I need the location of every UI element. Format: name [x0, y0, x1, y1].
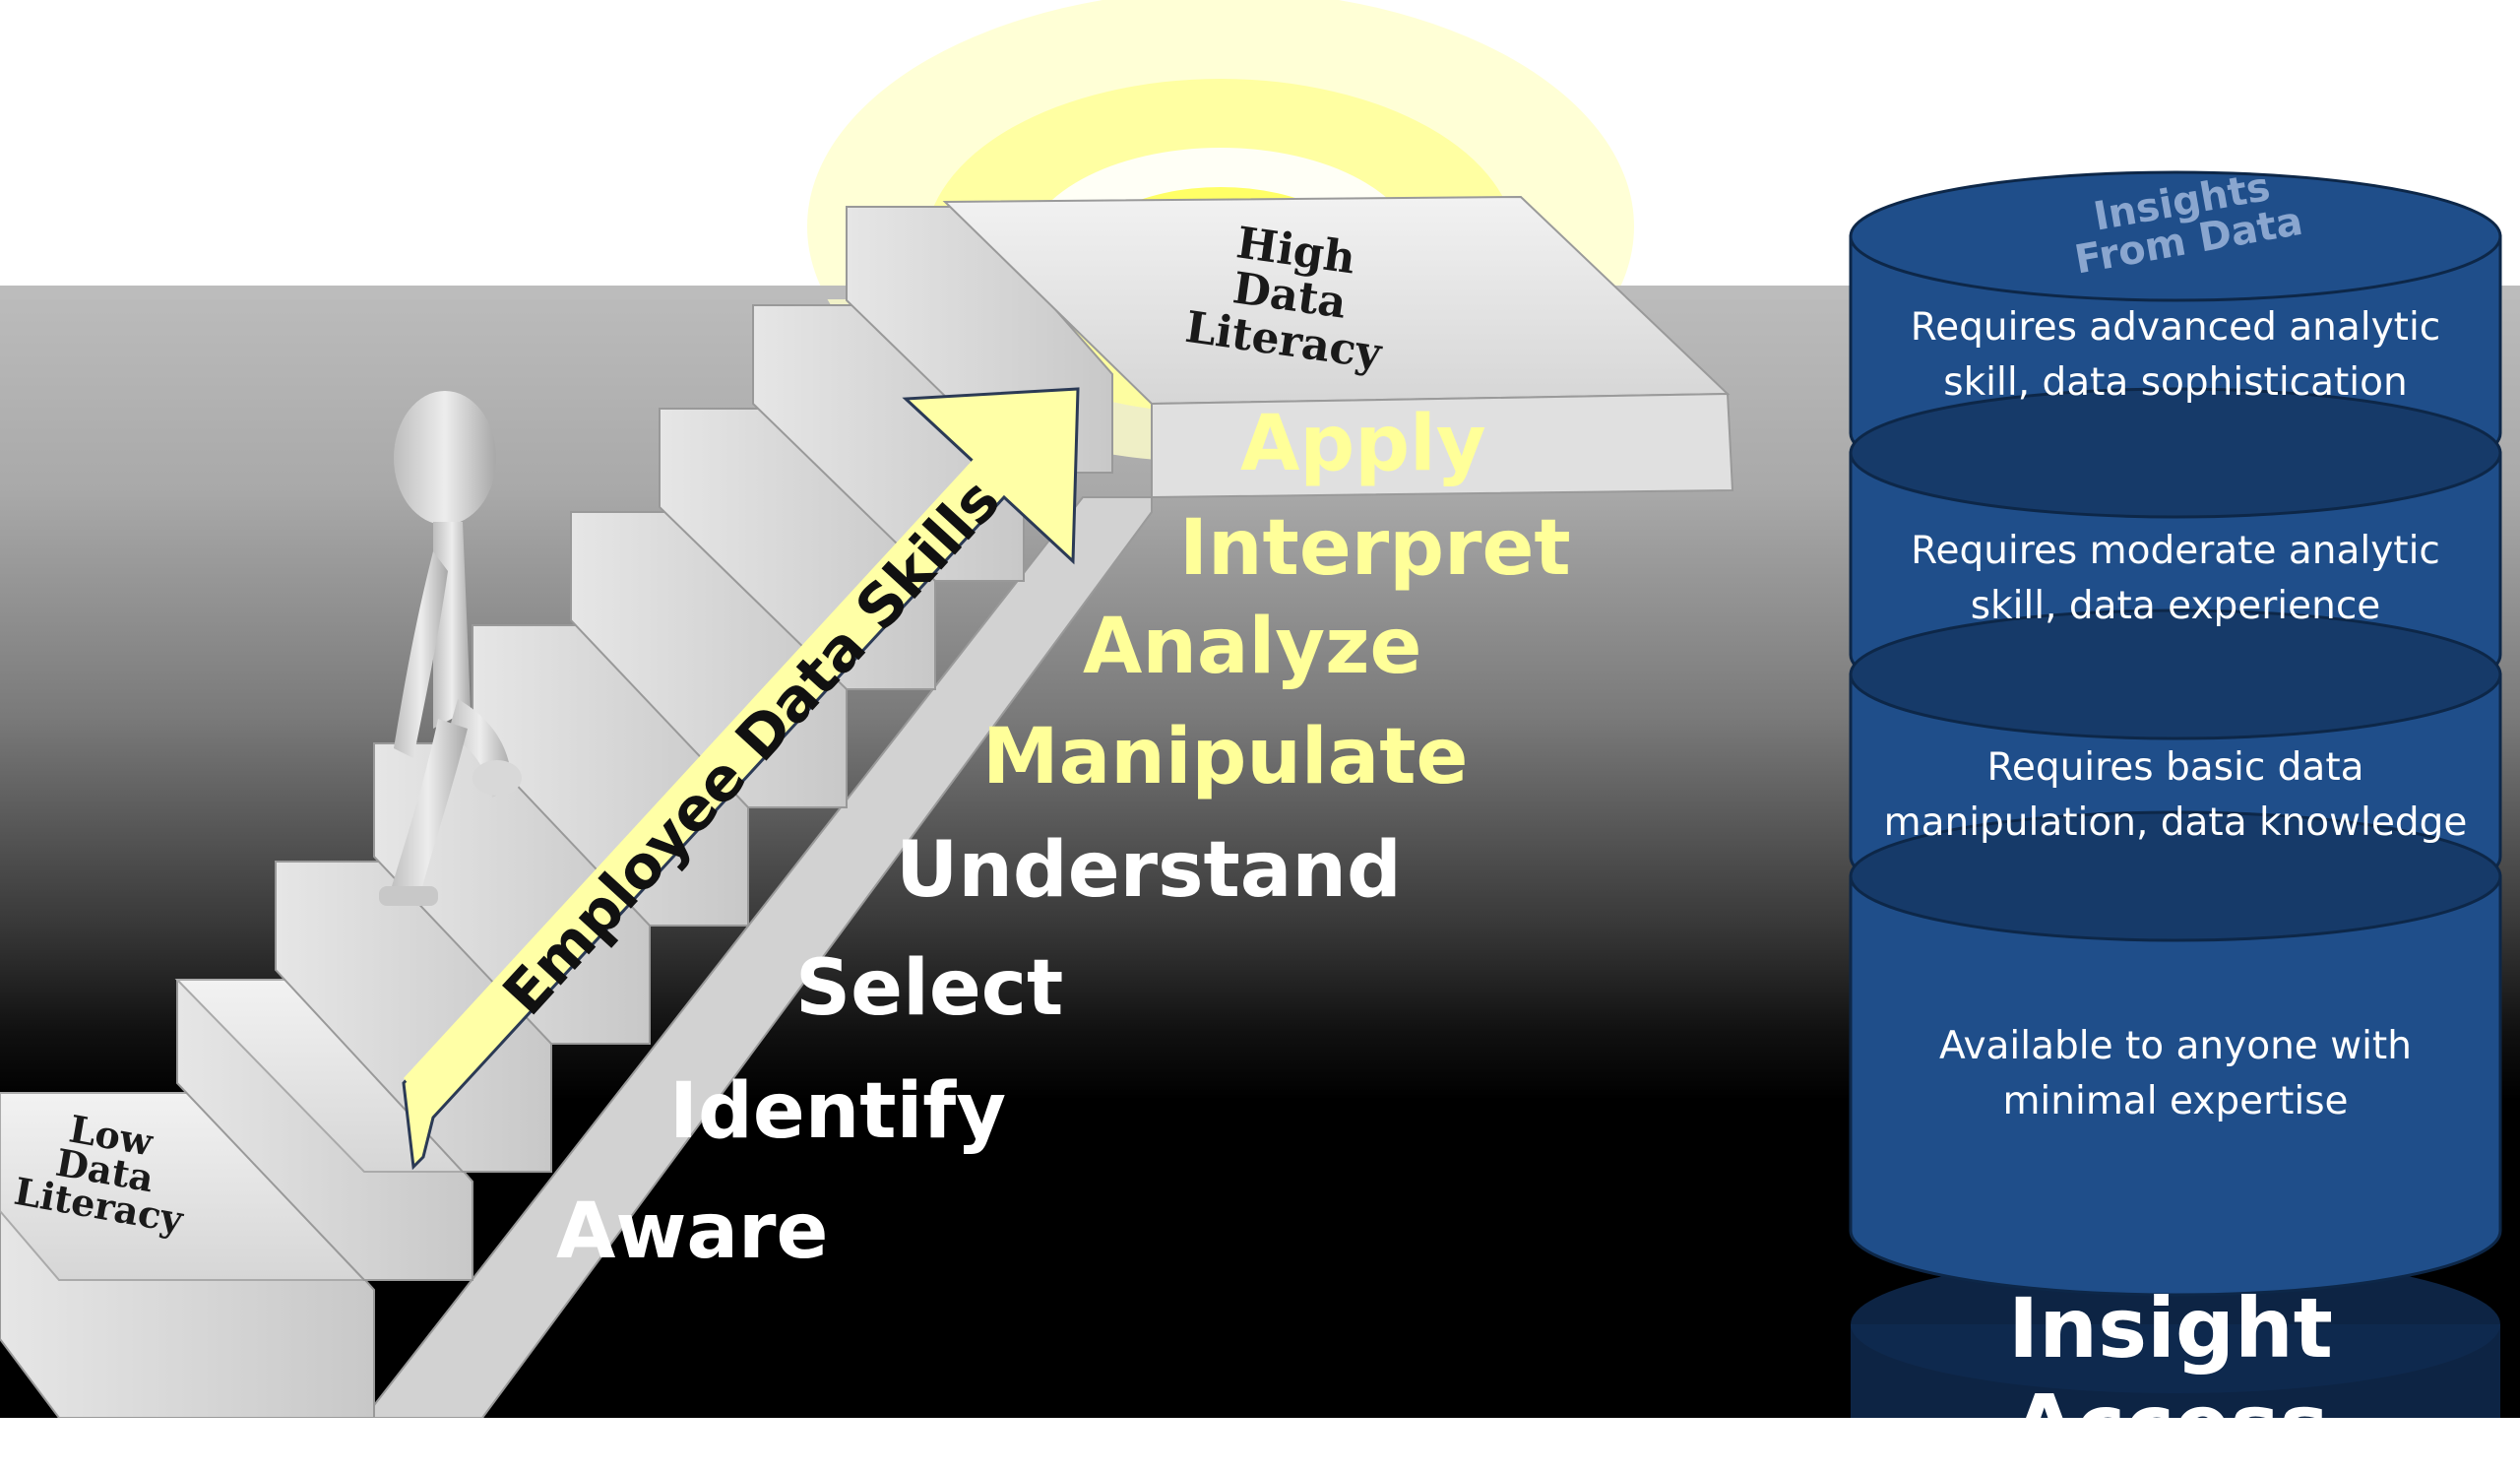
- cylinder-tier: [1849, 874, 2502, 1297]
- insights-cylinder: [1849, 170, 2502, 1418]
- cylinder-tier-separator: [1849, 608, 2502, 740]
- tier-line: Requires basic data: [1986, 745, 2364, 790]
- cylinder-top: [1849, 170, 2502, 302]
- skill-select: Select: [795, 944, 1064, 1033]
- skill-analyze: Analyze: [1083, 603, 1422, 691]
- diagram-scene: [0, 0, 2520, 1418]
- tier-line: manipulation, data knowledge: [1883, 801, 2468, 845]
- high-data-literacy-label: High Data Literacy: [1182, 216, 1396, 379]
- cylinder-tier-separator: [1849, 810, 2502, 942]
- tier-line: Requires advanced analytic: [1910, 305, 2441, 350]
- cylinder-tier-separator: [1849, 387, 2502, 519]
- tier-line: minimal expertise: [2002, 1079, 2349, 1123]
- skill-aware: Aware: [556, 1187, 829, 1276]
- tier-3-text: Requires basic data manipulation, data k…: [1860, 740, 2490, 851]
- tier-2-text: Requires moderate analytic skill, data e…: [1860, 524, 2490, 634]
- skill-interpret: Interpret: [1179, 504, 1571, 593]
- tier-line: Available to anyone with: [1939, 1024, 2412, 1068]
- skill-apply: Apply: [1240, 400, 1486, 488]
- arrow-body: [404, 458, 1004, 1113]
- skill-manipulate: Manipulate: [982, 713, 1469, 801]
- top-landing: [942, 195, 1734, 499]
- tier-4-text: Available to anyone with minimal experti…: [1860, 1019, 2490, 1129]
- skill-identify: Identify: [669, 1067, 1007, 1156]
- insight-access-caption: Insight Access: [2008, 1280, 2333, 1473]
- tier-line: skill, data sophistication: [1943, 360, 2408, 405]
- tier-line: Requires moderate analytic: [1911, 529, 2440, 573]
- staircase-side: [362, 496, 1153, 1418]
- tier-line: skill, data experience: [1970, 584, 2381, 628]
- stick-figure-image: [379, 391, 522, 906]
- skill-understand: Understand: [896, 826, 1402, 915]
- cylinder-reflection-body: [1851, 1324, 2500, 1418]
- tier-1-text: Requires advanced analytic skill, data s…: [1860, 300, 2490, 411]
